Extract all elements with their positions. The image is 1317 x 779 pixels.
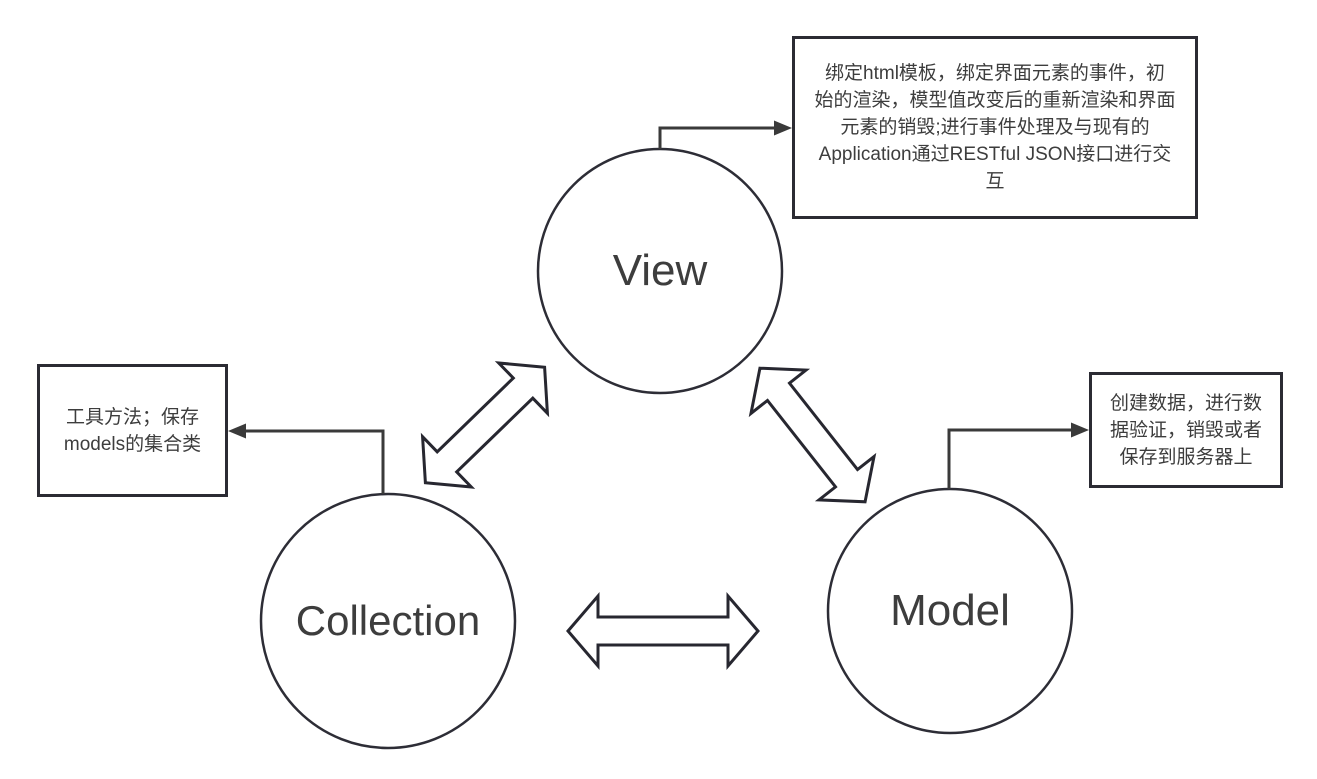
model-annotation-box: 创建数据，进行数据验证，销毁或者保存到服务器上	[1089, 372, 1283, 488]
view-annotation-text: 绑定html模板，绑定界面元素的事件，初始的渲染，模型值改变后的重新渲染和界面元…	[814, 63, 1176, 192]
view-annotation-box: 绑定html模板，绑定界面元素的事件，初始的渲染，模型值改变后的重新渲染和界面元…	[792, 36, 1198, 219]
view-node-label: View	[612, 246, 708, 295]
edge-view-model	[748, 366, 877, 504]
model-node-label: Model	[890, 586, 1010, 635]
collection-node-label: Collection	[295, 597, 481, 644]
edge-collection-model	[566, 591, 760, 671]
model-annotation-text: 创建数据，进行数据验证，销毁或者保存到服务器上	[1109, 392, 1262, 468]
collection-note-connector	[228, 423, 385, 494]
edge-view-collection	[420, 361, 550, 489]
arrowhead-right-icon	[774, 120, 792, 136]
arrowhead-left-icon	[228, 423, 246, 439]
arrowhead-right-icon	[1071, 422, 1089, 438]
view-note-connector	[658, 120, 792, 149]
model-note-connector	[947, 422, 1089, 489]
